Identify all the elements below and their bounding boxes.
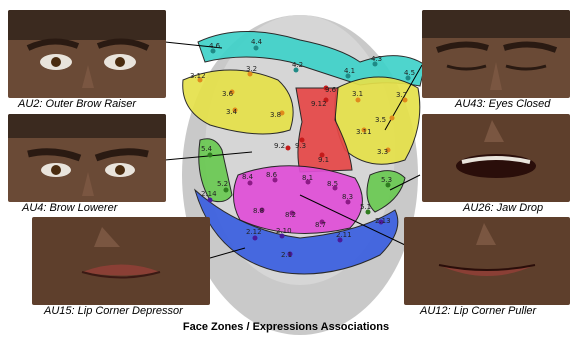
caption-au43: AU43: Eyes Closed — [455, 98, 550, 110]
pt-label: 8.1 — [302, 174, 313, 182]
pt-label: 2.12 — [246, 228, 262, 236]
pt-label: 3.6 — [222, 90, 234, 98]
thumb-au2 — [8, 10, 166, 98]
pt-label: 5.1 — [360, 203, 371, 211]
caption-au4: AU4: Brow Lowerer — [22, 202, 117, 214]
pt-label: 4.4 — [251, 38, 263, 46]
pt-label: 2.1 — [281, 251, 292, 259]
pt-label: 4.2 — [292, 61, 303, 69]
caption-au2: AU2: Outer Brow Raiser — [18, 98, 136, 110]
pt-label: 8.7 — [315, 221, 326, 229]
pt-label: 8.4 — [242, 173, 254, 181]
pt-label: 3.5 — [375, 116, 386, 124]
face-photo-au43 — [422, 10, 570, 98]
pt-label: 8.8 — [253, 207, 264, 215]
face-photo-au12 — [404, 217, 570, 305]
pt-label: 3.7 — [396, 91, 407, 99]
face-photo-au15 — [32, 217, 210, 305]
face-photo-au4 — [8, 114, 166, 202]
caption-au15: AU15: Lip Corner Depressor — [44, 305, 183, 317]
pt-label: 8.2 — [285, 211, 296, 219]
pt-label: 2.10 — [276, 227, 292, 235]
pt-label: 4.6 — [209, 42, 221, 50]
pt-label: 8.5 — [327, 180, 338, 188]
pt-label: 2.13 — [375, 217, 391, 225]
face-photo-au26 — [422, 114, 570, 202]
pt-label: 9.3 — [295, 142, 306, 150]
pt-label: 3.4 — [226, 108, 238, 116]
thumb-au12 — [404, 217, 570, 305]
face-photo-au2 — [8, 10, 166, 98]
pt-label: 8.6 — [266, 171, 278, 179]
pt-label: 5.2 — [217, 180, 228, 188]
thumb-au26 — [422, 114, 570, 202]
pt-label: 3.2 — [246, 65, 257, 73]
pt-label: 3.1 — [352, 90, 363, 98]
pt-label: 9.2 — [274, 142, 285, 150]
pt-label: 3.8 — [270, 111, 281, 119]
figure-title: Face Zones / Expressions Associations — [0, 321, 572, 333]
caption-au26: AU26: Jaw Drop — [463, 202, 543, 214]
pt-label: 3.11 — [356, 128, 372, 136]
thumb-au4 — [8, 114, 166, 202]
pt-label: 5.3 — [381, 176, 392, 184]
pt-label: 3.3 — [377, 148, 388, 156]
pt-label: 9.6 — [325, 86, 337, 94]
pt-label: 9.1 — [318, 156, 329, 164]
pt-label: 4.5 — [404, 69, 415, 77]
thumb-au15 — [32, 217, 210, 305]
pt-label: 4.1 — [344, 67, 355, 75]
pt-label: 2.11 — [336, 231, 352, 239]
pt-label: 5.4 — [201, 145, 213, 153]
pt-label: 2.14 — [201, 190, 217, 198]
pt-label: 8.3 — [342, 193, 353, 201]
thumb-au43 — [422, 10, 570, 98]
pt-label: 3.12 — [190, 72, 206, 80]
pt-label: 4.3 — [371, 55, 382, 63]
pt-label: 9.12 — [311, 100, 327, 108]
caption-au12: AU12: Lip Corner Puller — [420, 305, 536, 317]
